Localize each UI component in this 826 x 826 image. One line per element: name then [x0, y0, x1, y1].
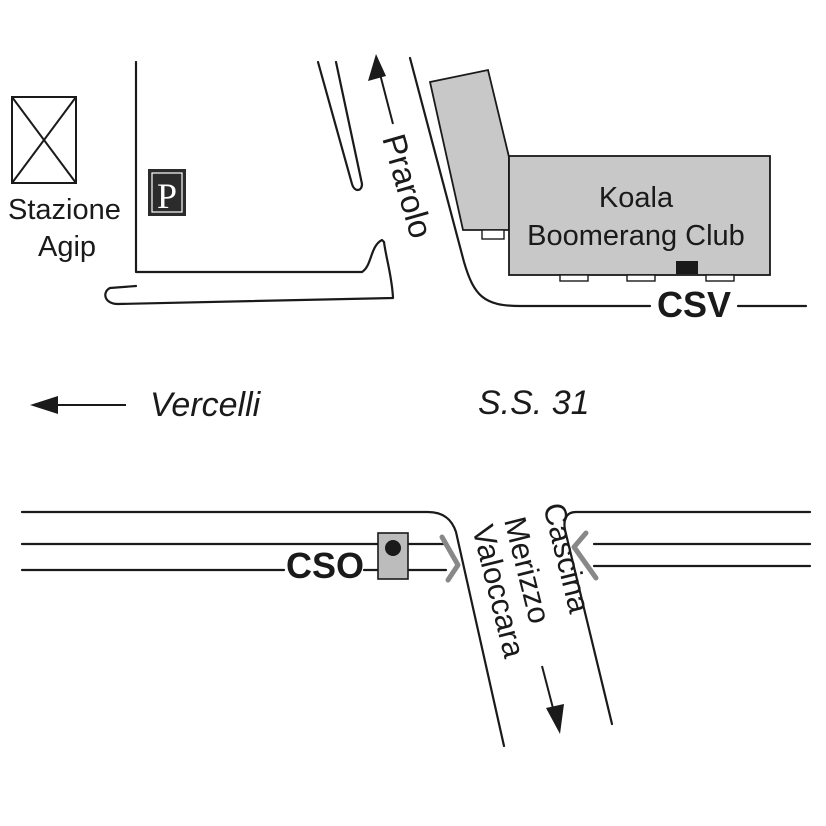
parking-label: P [157, 176, 177, 216]
parking-icon: P [148, 169, 186, 216]
club-entrance-marker [676, 261, 698, 274]
curb-mark-right [571, 530, 599, 581]
ss31-road [20, 510, 812, 748]
station-label-line2: Agip [38, 231, 96, 263]
bus-stop-icon [377, 532, 409, 580]
fuel-station-icon [11, 96, 77, 184]
prarolo-label: Prarolo [375, 130, 440, 242]
arrow-west-icon [30, 396, 126, 414]
club-label-line1: Koala [599, 182, 674, 214]
prarolo-road-edge [408, 56, 652, 308]
cso-label: CSO [286, 545, 364, 586]
club-building [428, 68, 771, 282]
station-label-line1: Stazione [8, 194, 121, 226]
csv-label: CSV [657, 284, 731, 325]
arrow-north-icon [368, 54, 394, 125]
ss31-label: S.S. 31 [478, 384, 590, 422]
road-island [316, 60, 364, 192]
station-lot-boundary [104, 60, 395, 306]
arrow-south-icon [541, 665, 564, 734]
curb-mark-left [439, 534, 461, 583]
club-label-line2: Boomerang Club [527, 220, 745, 252]
vercelli-label: Vercelli [150, 386, 262, 424]
